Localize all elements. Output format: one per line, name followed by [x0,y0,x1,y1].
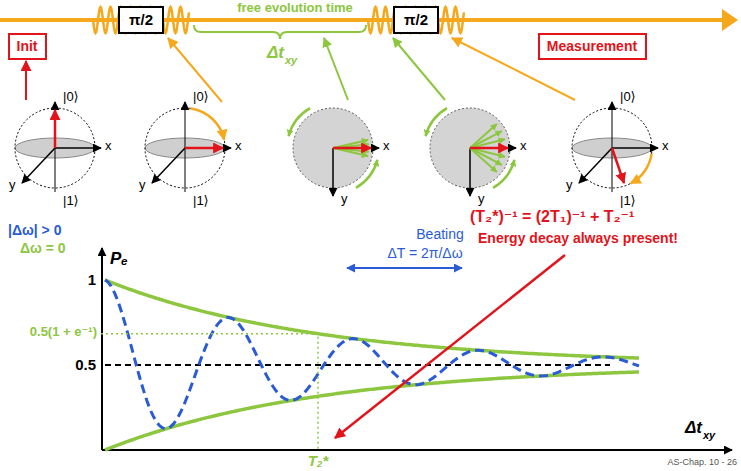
label: x [105,139,112,154]
rotation-arrow [191,108,225,139]
label: x [662,139,669,154]
y-axis [332,148,334,196]
label: |Δω| > 0 [8,222,61,238]
label: Δt [267,43,284,63]
state-vector [185,147,223,150]
label: Energy decay always present! [478,230,678,246]
box-text: Init [17,38,38,54]
x-axis [55,147,101,149]
beating-period [347,267,462,269]
precession-arrow [356,160,377,188]
z-axis [55,102,56,192]
y-axis [22,148,55,183]
label: xy [703,429,715,442]
state-vector [54,110,57,148]
label: AS-Chap. 10 - 26 [667,457,737,467]
label: y [566,178,573,193]
label: y [9,178,16,193]
state-vector [333,147,371,150]
label: y [341,192,348,207]
label: Beating [416,226,463,242]
box-text: Measurement [547,38,637,54]
init-box: Init [8,33,47,60]
z-axis [612,102,613,192]
rotation-arrow [631,154,652,184]
x-axis [470,147,516,149]
label: 0.5(1 + e⁻¹) [30,325,97,340]
label: x [383,139,390,154]
callout-arrow [335,255,565,438]
label: free evolution time [237,1,353,16]
y-axis [152,148,185,183]
decay-envelope [105,372,639,450]
pulse-box: π/2 [393,6,439,34]
pointer-arrow [393,38,445,100]
precession-arrow [493,160,514,188]
label: |1⟩ [193,194,209,209]
half-level-line [105,364,610,366]
label: |0⟩ [63,90,79,105]
y-axis [579,148,612,183]
time-bracket [194,25,366,39]
label: Δω = 0 [20,240,66,256]
guide-line [101,334,318,450]
x-axis [612,147,658,149]
y-axis [469,148,471,196]
label: x [235,139,242,154]
pulse-box: π/2 [118,6,164,34]
timeline-arrowhead [722,9,738,31]
dephasing-vector [470,139,505,148]
label: 0.5 [75,356,96,373]
label: (T₂*)⁻¹ = (2T₁)⁻¹ + T₂⁻¹ [470,208,634,226]
box-text: π/2 [404,11,428,28]
label: |0⟩ [620,90,636,105]
label: |1⟩ [63,194,79,209]
precession-arrow [289,108,310,136]
measurement-box: Measurement [538,33,647,60]
probability-axis [101,248,103,450]
label: Δt [685,418,702,438]
pointer-arrow [25,61,27,100]
label: Pₑ [110,249,128,269]
label: |0⟩ [193,90,209,105]
dephasing-vector [470,148,497,172]
state-vector [470,147,508,150]
label: xy [285,54,297,67]
ramsey-fringes [105,280,639,429]
decay-envelope [105,280,639,358]
x-axis [185,147,231,149]
dephasing-vector [470,131,502,148]
label: 1 [88,271,96,288]
label: ΔT = 2π/Δω [387,245,462,261]
precession-arrow [426,108,447,136]
label: y [139,178,146,193]
label: T₂* [308,452,329,469]
timeline-connector [164,18,393,22]
pointer-arrow [324,38,348,100]
label: |1⟩ [620,194,636,209]
x-axis [333,147,379,149]
box-text: π/2 [129,11,153,28]
time-axis [102,449,732,451]
state-vector [612,148,624,183]
label: x [520,139,527,154]
label: y [478,192,485,207]
